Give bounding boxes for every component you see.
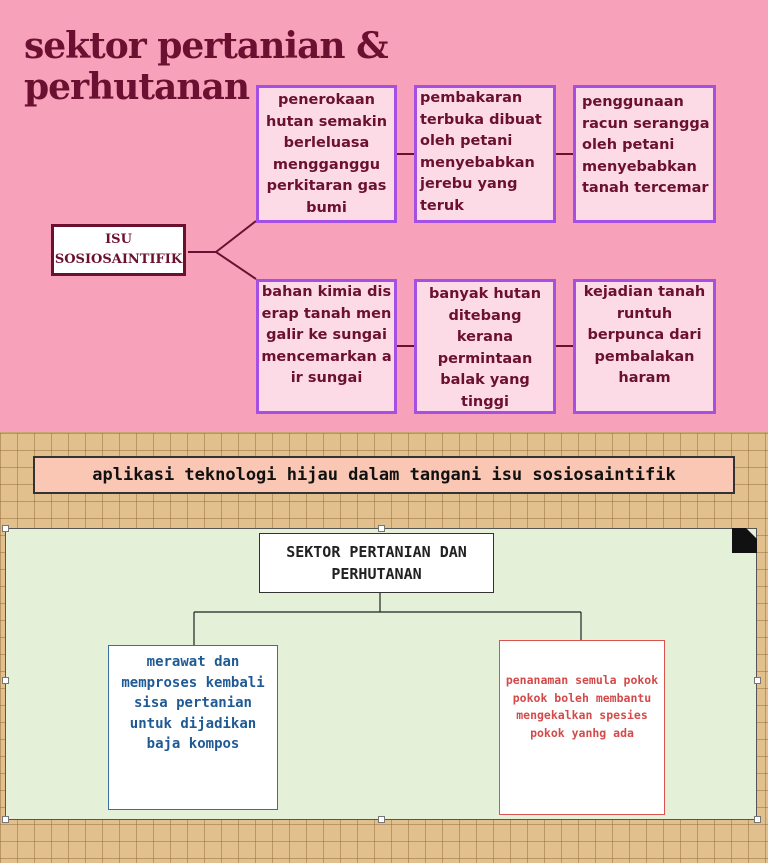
tree-left-card: merawat dan memproses kembali sisa perta…: [108, 645, 278, 810]
resize-handle-right[interactable]: [754, 677, 761, 684]
resize-handle-bottom[interactable]: [378, 816, 385, 823]
tree-root-node: SEKTOR PERTANIAN DAN PERHUTANAN: [259, 533, 494, 593]
issue-box-bottom-2: banyak hutan ditebang kerana permintaan …: [414, 279, 556, 414]
resize-handle-top-left[interactable]: [2, 525, 9, 532]
connector-to-bottom: [215, 251, 257, 280]
resize-handle-bottom-right[interactable]: [754, 816, 761, 823]
resize-handle-bottom-left[interactable]: [2, 816, 9, 823]
banner-heading: aplikasi teknologi hijau dalam tangani i…: [33, 456, 735, 494]
resize-handle-top[interactable]: [378, 525, 385, 532]
page-fold-corner-icon: [732, 528, 757, 553]
center-node: ISU SOSIOSAINTIFIK: [51, 224, 186, 276]
mindmap-connectors: [188, 153, 575, 347]
issue-box-top-3: penggunaan racun serangga oleh petani me…: [573, 85, 716, 223]
resize-handle-left[interactable]: [2, 677, 9, 684]
issue-box-bottom-3: kejadian tanah runtuh berpunca dari pemb…: [573, 279, 716, 414]
tree-right-card: penanaman semula pokok pokok boleh memba…: [499, 640, 665, 815]
connector-to-top: [215, 220, 257, 253]
page-title: sektor pertanian & perhutanan: [24, 25, 389, 108]
issue-box-top-2: pembakaran terbuka dibuat oleh petani me…: [414, 85, 556, 223]
issue-box-top-1: penerokaan hutan semakin berleluasa meng…: [256, 85, 397, 223]
issue-box-bottom-1: bahan kimia diserap tanah mengalir ke su…: [256, 279, 397, 414]
